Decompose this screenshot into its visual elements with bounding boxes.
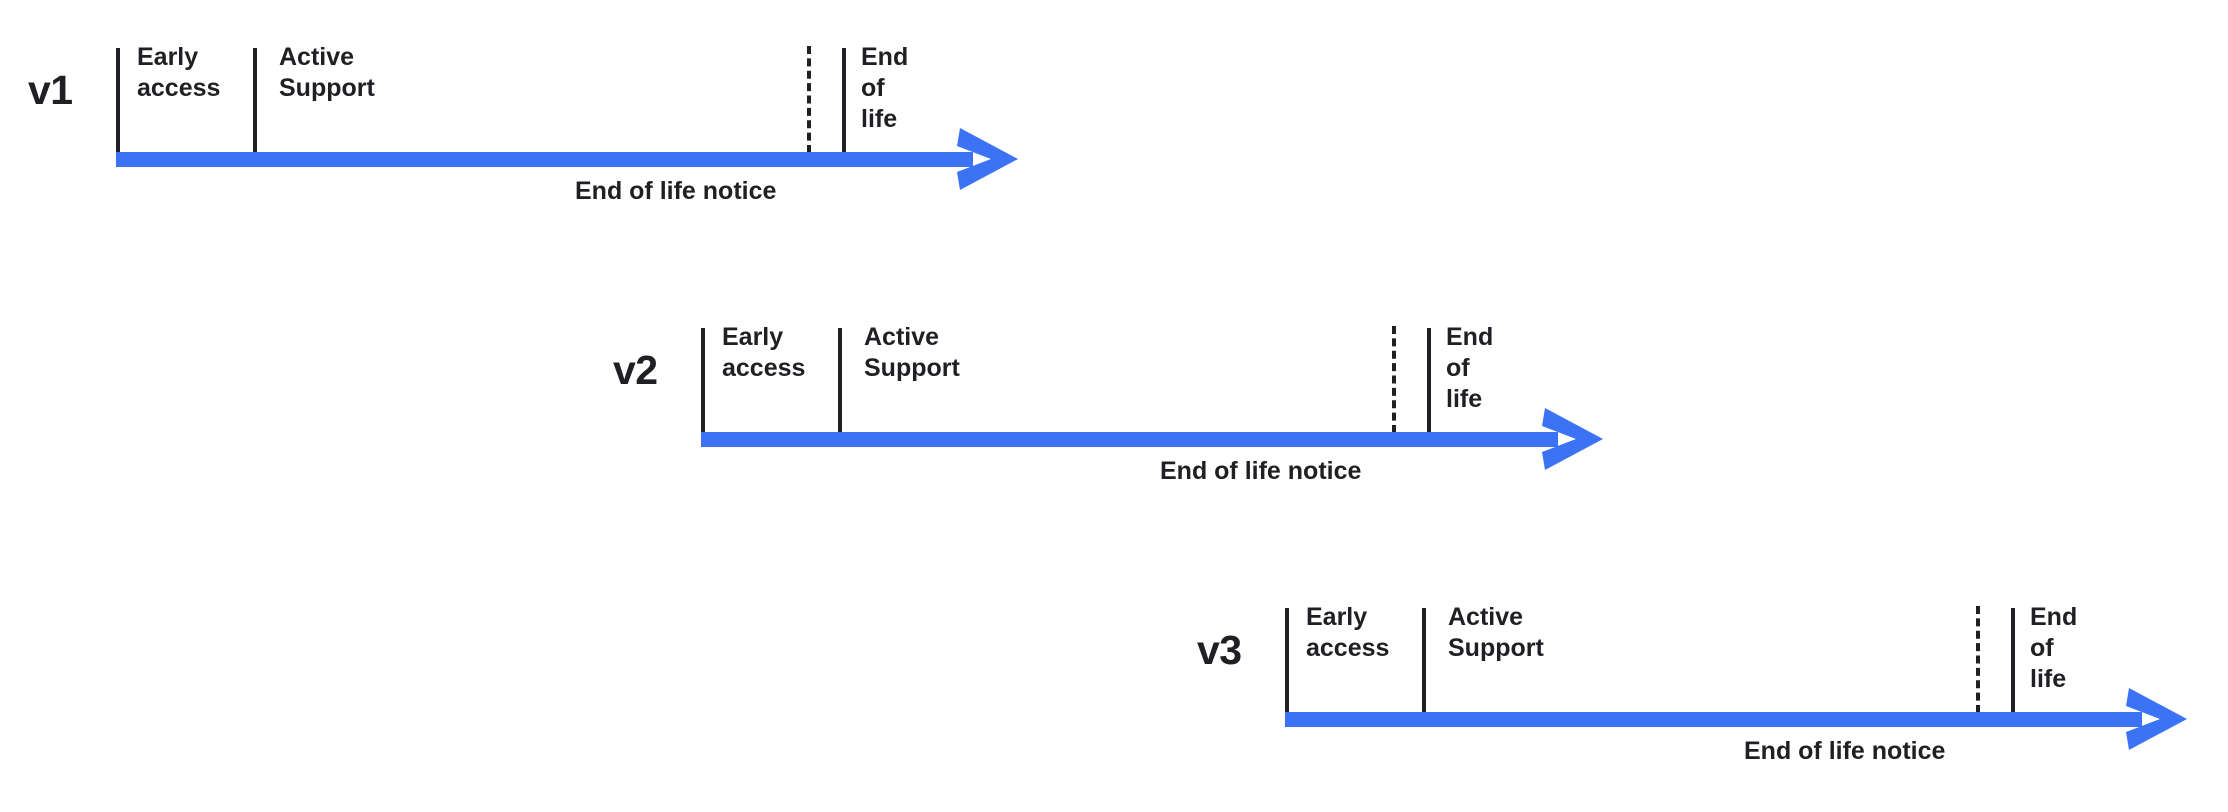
arrow-head-icon bbox=[1540, 406, 1605, 472]
phase-divider-early-access-start bbox=[701, 328, 705, 433]
end-of-life-notice-label: End of life notice bbox=[1744, 737, 1946, 765]
phase-label-active-support: Active Support bbox=[279, 43, 375, 102]
phase-label-early-access: Early access bbox=[722, 323, 806, 382]
phase-label-active-support: Active Support bbox=[864, 323, 960, 382]
version-label-v2: v2 bbox=[613, 347, 658, 393]
arrow-head-icon bbox=[2124, 686, 2189, 752]
phase-divider-end-of-life-start bbox=[842, 48, 846, 153]
phase-label-end-of-life: End of life bbox=[1446, 323, 1494, 413]
phase-divider-active-support-start bbox=[838, 328, 842, 433]
phase-label-active-support: Active Support bbox=[1448, 603, 1544, 662]
phase-divider-active-support-start bbox=[1422, 608, 1426, 713]
phase-divider-end-of-life-start bbox=[1427, 328, 1431, 433]
version-label-v3: v3 bbox=[1197, 627, 1242, 673]
lifecycle-bar bbox=[116, 152, 973, 167]
end-of-life-notice-label: End of life notice bbox=[575, 177, 777, 205]
phase-label-end-of-life: End of life bbox=[2030, 603, 2078, 693]
lifecycle-bar bbox=[701, 432, 1558, 447]
phase-label-early-access: Early access bbox=[1306, 603, 1390, 662]
phase-divider-end-of-life-start bbox=[2011, 608, 2015, 713]
arrow-head-icon bbox=[955, 126, 1020, 192]
phase-label-end-of-life: End of life bbox=[861, 43, 909, 133]
phase-divider-eol-notice bbox=[1976, 606, 1980, 713]
end-of-life-notice-label: End of life notice bbox=[1160, 457, 1362, 485]
lifecycle-bar bbox=[1285, 712, 2142, 727]
phase-divider-early-access-start bbox=[116, 48, 120, 153]
phase-label-early-access: Early access bbox=[137, 43, 221, 102]
version-label-v1: v1 bbox=[28, 67, 73, 113]
phase-divider-eol-notice bbox=[807, 46, 811, 153]
phase-divider-active-support-start bbox=[253, 48, 257, 153]
phase-divider-early-access-start bbox=[1285, 608, 1289, 713]
phase-divider-eol-notice bbox=[1392, 326, 1396, 433]
